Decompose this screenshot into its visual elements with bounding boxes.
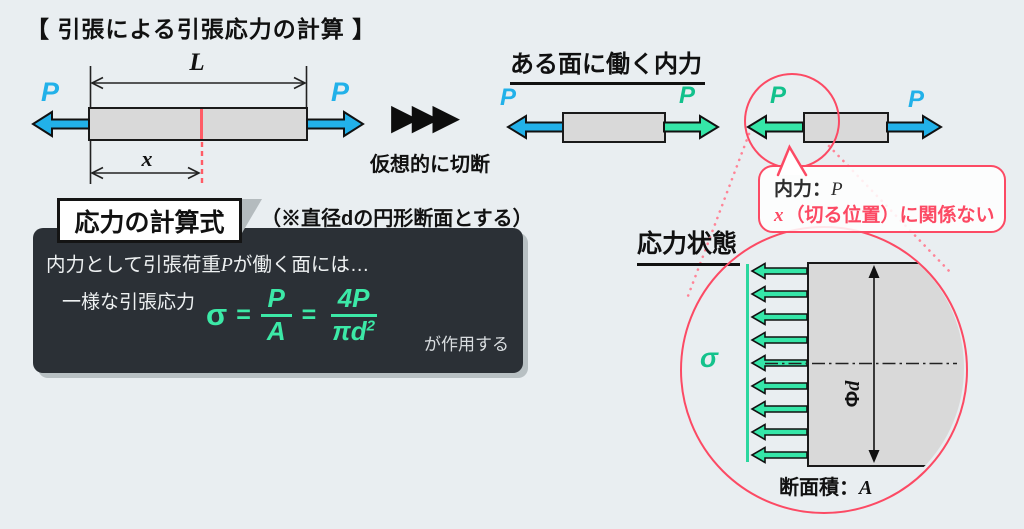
exponent: 2	[366, 316, 375, 334]
callout-line2-var: x	[774, 205, 784, 226]
internal-force-heading: ある面に働く内力	[510, 44, 705, 85]
page-title: 【 引張による引張応力の計算 】	[26, 16, 377, 42]
dim-arrowhead	[90, 76, 104, 90]
formula-line1-var: P	[220, 255, 233, 276]
force-label-left: P	[41, 77, 60, 107]
callout-line2: x（切る位置）に関係ない	[774, 200, 995, 227]
dim-arrowhead	[187, 166, 201, 180]
callout-line1-text: 内力：	[774, 179, 832, 200]
callout-line2-text: （切る位置）に関係ない	[785, 205, 995, 226]
pull-arrow-right-icon	[306, 110, 365, 138]
fast-forward-icon: ▶▶▶	[391, 96, 460, 137]
magnifier-big-circle-border	[680, 226, 968, 514]
force-label: P	[679, 82, 696, 109]
formula-line1-post: が働く面には…	[232, 254, 370, 276]
tension-bar	[88, 107, 308, 141]
formula-line1-pre: 内力として引張荷重	[46, 254, 221, 276]
pull-arrow-left-icon	[31, 110, 90, 138]
formula-tag: 応力の計算式	[57, 198, 242, 243]
stress-formula: σ = P A = 4P πd2	[206, 284, 382, 346]
dim-arrowhead	[293, 76, 307, 90]
stress-state-heading: 応力状態	[637, 224, 741, 266]
external-force-arrow-right-icon	[886, 114, 943, 140]
fraction-numerator: P	[260, 284, 292, 317]
formula-line1: 内力として引張荷重Pが働く面には…	[46, 248, 369, 277]
callout-line1: 内力：P	[774, 174, 843, 201]
cut-position-label: x	[141, 146, 153, 171]
callout-bubble: 内力：P x（切る位置）に関係ない	[758, 165, 1006, 233]
magnifier-dotted-line-left	[686, 132, 751, 298]
external-force-arrow-left-icon	[506, 114, 564, 140]
formula-panel	[33, 228, 523, 373]
fraction-P-over-A: P A	[260, 284, 293, 345]
formula-tag-label: 応力の計算式	[74, 208, 225, 237]
formula-equals: =	[301, 300, 317, 329]
dim-arrowhead	[90, 166, 104, 180]
formula-sigma: σ	[206, 297, 228, 332]
fraction-4P-over-pid2: 4P πd2	[325, 284, 382, 345]
fraction-numerator: 4P	[330, 284, 377, 317]
formula-equals: =	[236, 300, 251, 329]
fraction-denominator: πd2	[332, 315, 375, 346]
formula-note: （※直径dの円形断面とする）	[261, 208, 533, 230]
transition-caption: 仮想的に切断	[370, 154, 490, 176]
fraction-denominator: A	[266, 315, 286, 346]
force-label: P	[908, 86, 925, 113]
force-label-right: P	[331, 77, 350, 107]
callout-line1-var: P	[831, 179, 843, 200]
cut-piece-left	[562, 112, 666, 143]
formula-suffix: が作用する	[424, 335, 509, 354]
callout-bubble-tail	[776, 144, 808, 177]
length-label: L	[189, 49, 205, 76]
formula-line2: 一様な引張応力	[62, 292, 196, 313]
cut-line	[200, 109, 203, 139]
internal-force-arrow-right-icon	[663, 114, 720, 140]
force-label: P	[500, 84, 517, 111]
